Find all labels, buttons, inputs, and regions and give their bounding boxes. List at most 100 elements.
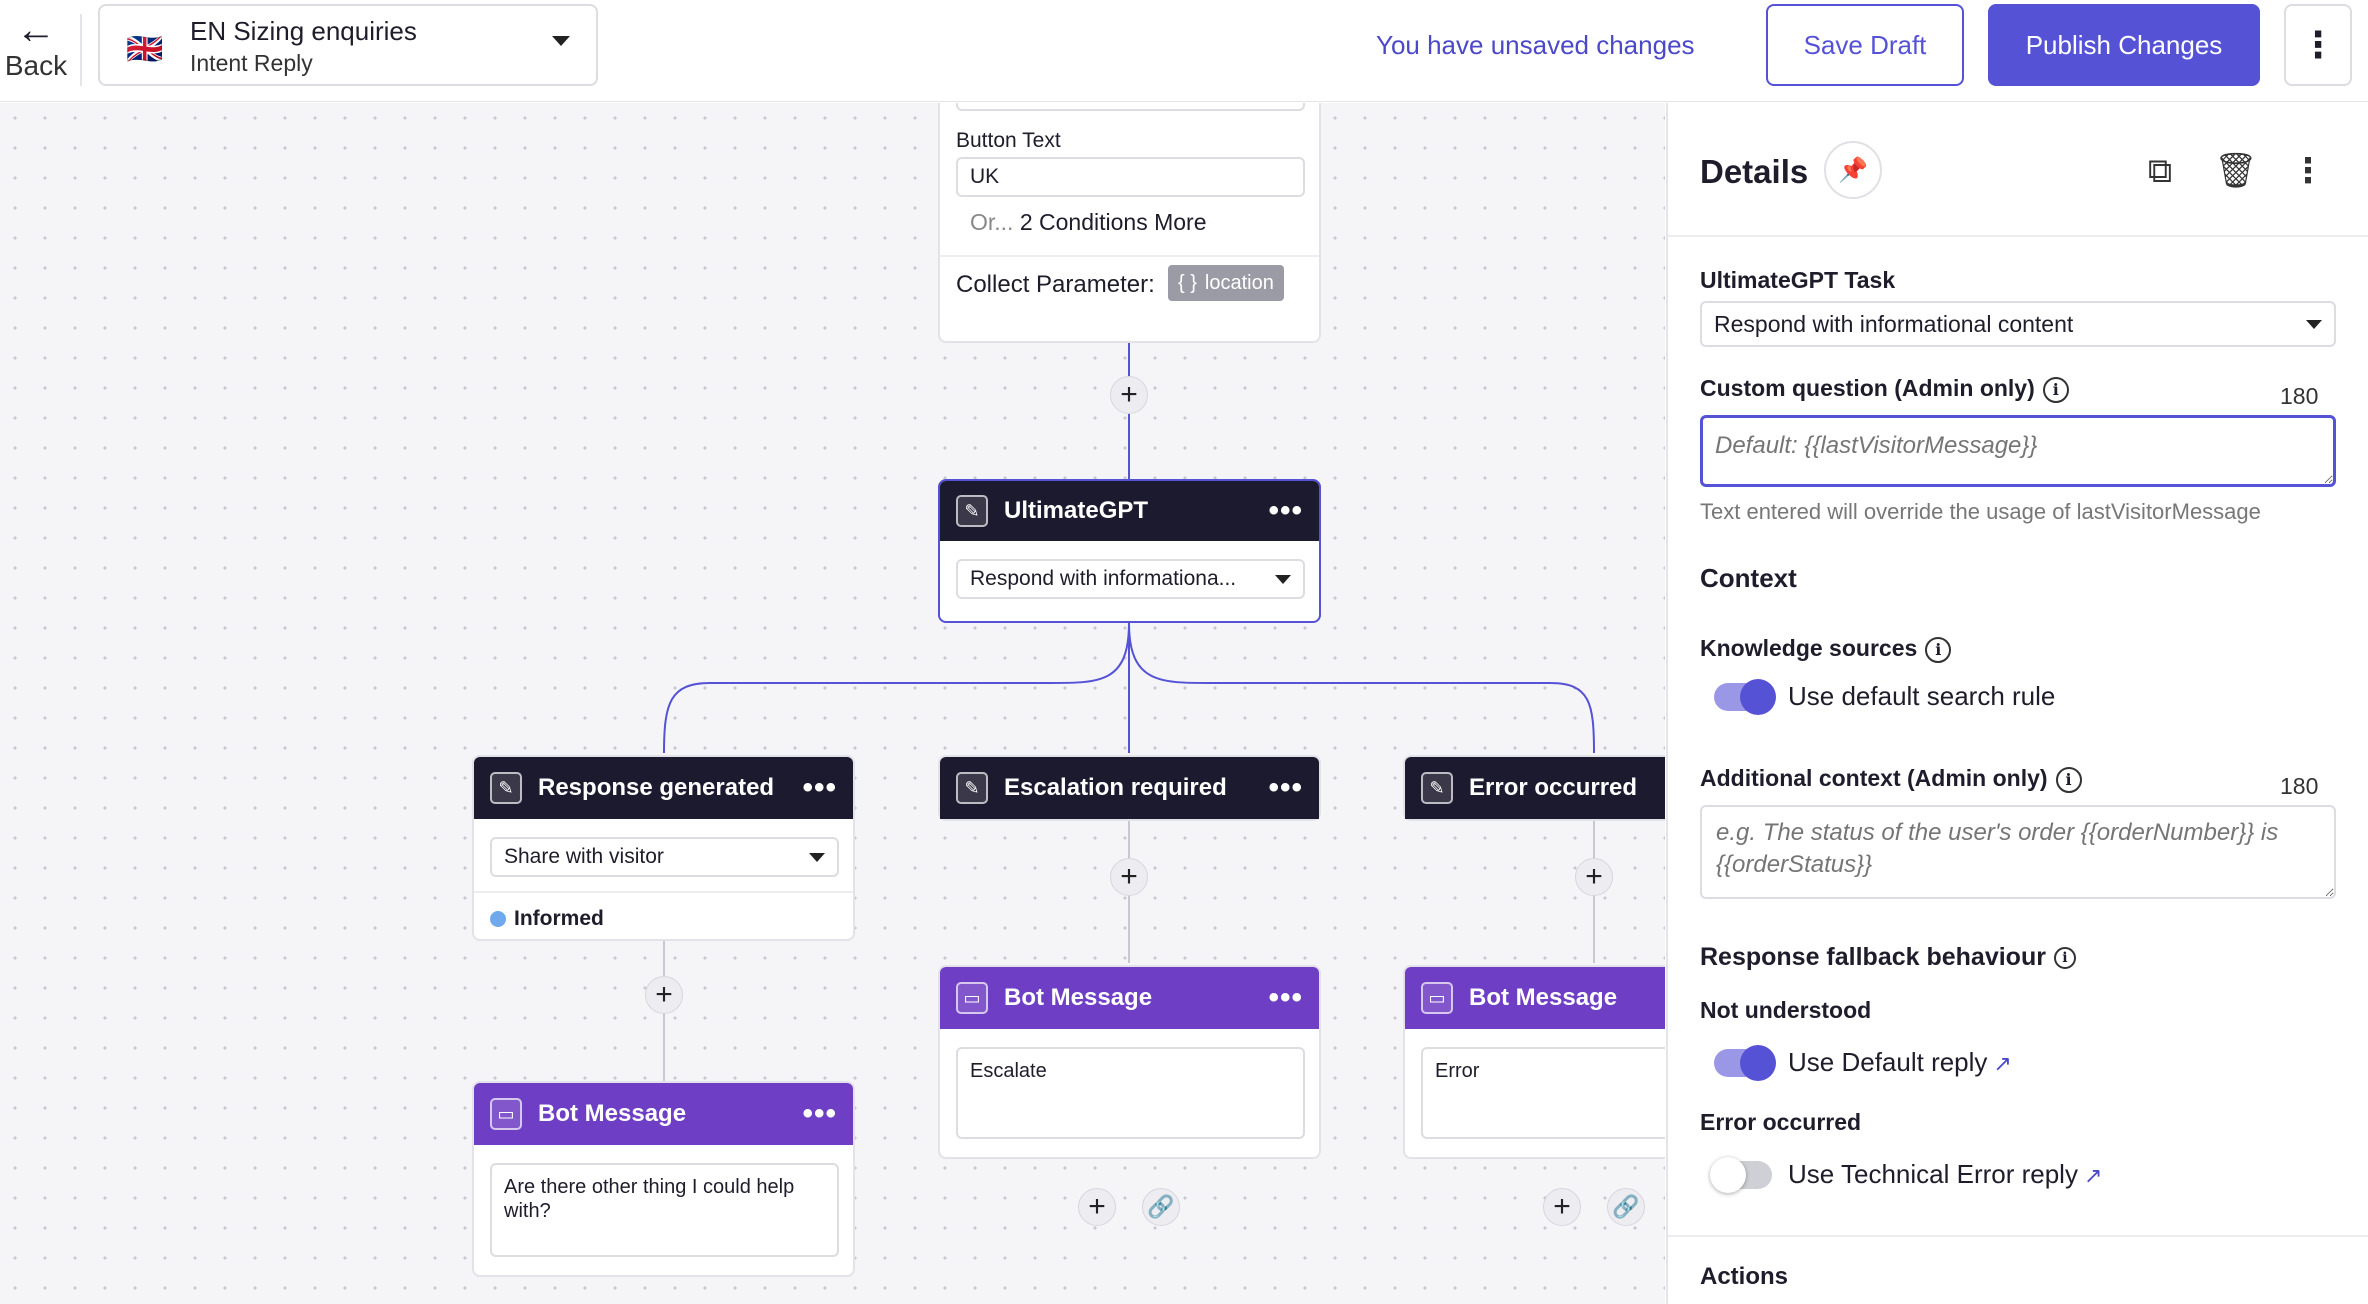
magic-wand-icon: ✎: [956, 772, 988, 804]
publish-changes-button[interactable]: Publish Changes: [1988, 4, 2260, 86]
intent-selector[interactable]: 🇬🇧 EN Sizing enquiries Intent Reply: [98, 4, 598, 86]
not-understood-label: Not understood: [1700, 997, 1872, 1023]
technical-error-toggle[interactable]: [1710, 1157, 1772, 1193]
default-search-label: Use default search rule: [1788, 681, 2056, 711]
message-text[interactable]: Error: [1421, 1047, 1665, 1139]
button-text-field[interactable]: UK: [956, 157, 1305, 197]
magic-wand-icon: ✎: [956, 495, 988, 527]
add-node-button[interactable]: +: [1078, 1188, 1116, 1226]
chevron-down-icon: [552, 36, 570, 46]
branch-escalation-required[interactable]: ✎ Escalation required •••: [938, 755, 1321, 821]
add-node-button[interactable]: +: [1110, 858, 1148, 896]
node-title: Error occurred: [1469, 774, 1638, 801]
node-header: ✎ Error occurred: [1405, 757, 1665, 819]
custom-question-label: Custom question (Admin only) i: [1700, 375, 2069, 403]
info-icon[interactable]: i: [2053, 947, 2076, 970]
actions-heading: Actions: [1700, 1263, 1789, 1290]
button-node-card[interactable]: Button Text UK Or... 2 Conditions More C…: [938, 103, 1321, 343]
more-horizontal-icon[interactable]: •••: [1268, 494, 1303, 527]
technical-error-row: Use Technical Error reply↗: [1788, 1159, 2102, 1190]
parameter-name: location: [1204, 271, 1274, 294]
more-horizontal-icon[interactable]: •••: [1268, 981, 1303, 1014]
status-informed: Informed: [490, 907, 604, 931]
caret-down-icon: [1275, 574, 1291, 584]
panel-title: Details: [1700, 153, 1809, 190]
add-node-button[interactable]: +: [1110, 376, 1148, 414]
status-label: Informed: [514, 907, 604, 930]
custom-question-label-text: Custom question (Admin only): [1700, 375, 2035, 401]
back-button[interactable]: ← Back: [4, 8, 68, 81]
custom-question-input[interactable]: [1700, 415, 2336, 487]
bot-message-node[interactable]: ▭ Bot Message ••• Are there other thing …: [472, 1081, 855, 1277]
more-options-button[interactable]: ⋮: [2284, 4, 2352, 86]
default-reply-toggle[interactable]: [1714, 1045, 1776, 1081]
divider: [940, 255, 1319, 257]
share-select[interactable]: Share with visitor: [490, 837, 839, 877]
info-icon[interactable]: i: [1925, 636, 1952, 663]
conditions-more-link[interactable]: Or... 2 Conditions More: [970, 209, 1207, 236]
previous-field: [956, 103, 1305, 111]
branch-response-generated[interactable]: ✎ Response generated ••• Share with visi…: [472, 755, 855, 941]
copy-icon[interactable]: ⧉: [2147, 151, 2173, 190]
chat-bubble-icon: ▭: [956, 982, 988, 1014]
link-icon[interactable]: 🔗: [1142, 1188, 1180, 1226]
default-search-toggle[interactable]: [1714, 679, 1776, 715]
default-reply-row: Use Default reply↗: [1788, 1047, 2012, 1078]
external-link-icon[interactable]: ↗: [2083, 1163, 2103, 1188]
fallback-heading: Response fallback behaviour i: [1700, 943, 2076, 972]
info-icon[interactable]: i: [2042, 376, 2069, 403]
arrow-left-icon: ←: [16, 8, 56, 52]
divider: [1668, 235, 2368, 237]
save-draft-button[interactable]: Save Draft: [1766, 4, 1964, 86]
details-panel: Details 📌 ⧉ 🗑 ⋮ UltimateGPT Task Respond…: [1666, 103, 2368, 1304]
task-select[interactable]: Respond with informationa...: [956, 559, 1305, 599]
collect-parameter-label: Collect Parameter:: [956, 271, 1155, 298]
magic-wand-icon: ✎: [490, 772, 522, 804]
chat-bubble-icon: ▭: [1421, 982, 1453, 1014]
more-vertical-icon[interactable]: ⋮: [2291, 152, 2325, 190]
link-icon[interactable]: 🔗: [1607, 1188, 1645, 1226]
bot-message-node[interactable]: ▭ Bot Message Error: [1403, 965, 1665, 1159]
external-link-icon[interactable]: ↗: [1993, 1051, 2012, 1076]
more-horizontal-icon[interactable]: •••: [802, 771, 837, 804]
bot-message-node[interactable]: ▭ Bot Message ••• Escalate: [938, 965, 1321, 1159]
message-text[interactable]: Are there other thing I could help with?: [490, 1163, 839, 1257]
divider: [474, 891, 853, 893]
parameter-chip[interactable]: { } location: [1168, 265, 1284, 301]
info-icon[interactable]: i: [2055, 766, 2082, 793]
conditions-more-text: 2 Conditions More: [1019, 209, 1207, 235]
add-node-button[interactable]: +: [1575, 858, 1613, 896]
node-header: ▭ Bot Message •••: [474, 1083, 853, 1145]
ultimategpt-node[interactable]: ✎ UltimateGPT ••• Respond with informati…: [938, 479, 1321, 623]
task-label: UltimateGPT Task: [1700, 267, 1896, 293]
node-title: Bot Message: [538, 1100, 687, 1127]
task-dropdown-value: Respond with informational content: [1714, 310, 2074, 337]
pin-icon[interactable]: 📌: [1824, 141, 1882, 199]
node-title: Escalation required: [1004, 774, 1227, 801]
more-horizontal-icon[interactable]: •••: [802, 1097, 837, 1130]
task-dropdown[interactable]: Respond with informational content: [1700, 301, 2336, 347]
unsaved-changes-text: You have unsaved changes: [1376, 30, 1695, 60]
fallback-heading-text: Response fallback behaviour: [1700, 943, 2046, 971]
add-node-button[interactable]: +: [645, 976, 683, 1014]
additional-context-input[interactable]: [1700, 805, 2336, 899]
node-title: Response generated: [538, 774, 775, 801]
toggle-knob: [1740, 1045, 1776, 1081]
custom-question-hint: Text entered will override the usage of …: [1700, 499, 2261, 524]
braces-icon: { }: [1178, 271, 1197, 294]
branch-error-occurred[interactable]: ✎ Error occurred: [1403, 755, 1665, 821]
trash-icon[interactable]: 🗑: [2214, 152, 2258, 190]
additional-context-label: Additional context (Admin only)i: [1700, 765, 2082, 793]
toggle-knob: [1740, 679, 1776, 715]
node-header: ✎ UltimateGPT •••: [940, 481, 1319, 541]
flow-canvas[interactable]: Button Text UK Or... 2 Conditions More C…: [0, 103, 1665, 1304]
status-dot: [490, 911, 506, 927]
task-select-value: Respond with informationa...: [970, 567, 1237, 590]
intent-subtitle: Intent Reply: [190, 50, 313, 76]
add-node-button[interactable]: +: [1543, 1188, 1581, 1226]
message-text[interactable]: Escalate: [956, 1047, 1305, 1139]
node-title: Bot Message: [1469, 984, 1618, 1011]
more-horizontal-icon[interactable]: •••: [1268, 771, 1303, 804]
button-text-label: Button Text: [956, 129, 1061, 152]
